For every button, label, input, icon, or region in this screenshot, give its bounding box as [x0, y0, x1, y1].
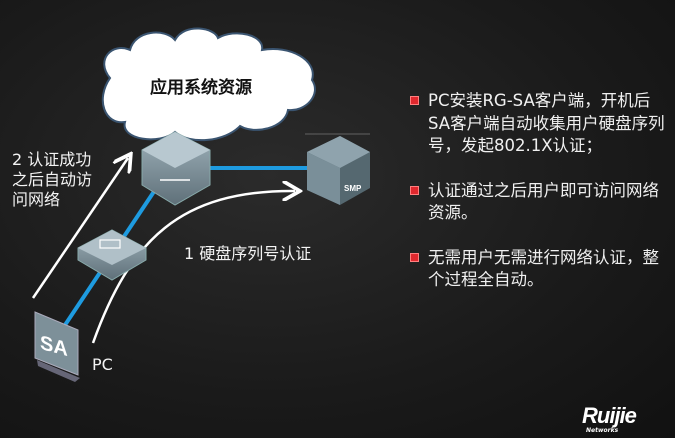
core-switch-icon — [141, 131, 211, 206]
pc-label: PC — [92, 355, 113, 374]
bullet-square-icon — [410, 185, 419, 195]
arrow-step1 — [91, 191, 295, 344]
bullet-square-icon — [410, 96, 419, 105]
step2-line3: 问网络 — [12, 190, 61, 209]
step2-line2: 之后自动访 — [12, 170, 93, 189]
bullet-text: PC安装RG-SA客户端，开机后SA客户端自动收集用户硬盘序列号，发起802.1… — [428, 91, 665, 155]
bullet-text: 认证通过之后用户即可访问网络资源。 — [428, 180, 659, 223]
bullet-text: 无需用户无需进行网络认证，整个过程全自动。 — [428, 247, 659, 290]
smp-server-icon: SMP — [307, 136, 370, 205]
pc-monitor-icon: SA — [34, 311, 80, 382]
server-label: SMP — [344, 184, 362, 193]
cloud — [101, 27, 316, 142]
bullet-list: PC安装RG-SA客户端，开机后SA客户端自动收集用户硬盘序列号，发起802.1… — [408, 90, 668, 314]
logo-sub: Networks — [586, 427, 619, 434]
step1-label: 1 硬盘序列号认证 — [184, 244, 312, 263]
logo-name: Ruijie — [582, 403, 637, 428]
bullet-square-icon — [410, 252, 419, 262]
step2-line1: 2 认证成功 — [12, 150, 92, 169]
bullet-item: 无需用户无需进行网络认证，整个过程全自动。 — [408, 247, 668, 292]
arrow-step2 — [31, 158, 128, 299]
bullet-item: 认证通过之后用户即可访问网络资源。 — [408, 180, 668, 225]
ruijie-logo: Ruijie Networks — [582, 403, 637, 434]
cloud-label: 应用系统资源 — [150, 78, 252, 98]
bullet-item: PC安装RG-SA客户端，开机后SA客户端自动收集用户硬盘序列号，发起802.1… — [408, 90, 668, 158]
access-switch-icon — [77, 229, 147, 281]
